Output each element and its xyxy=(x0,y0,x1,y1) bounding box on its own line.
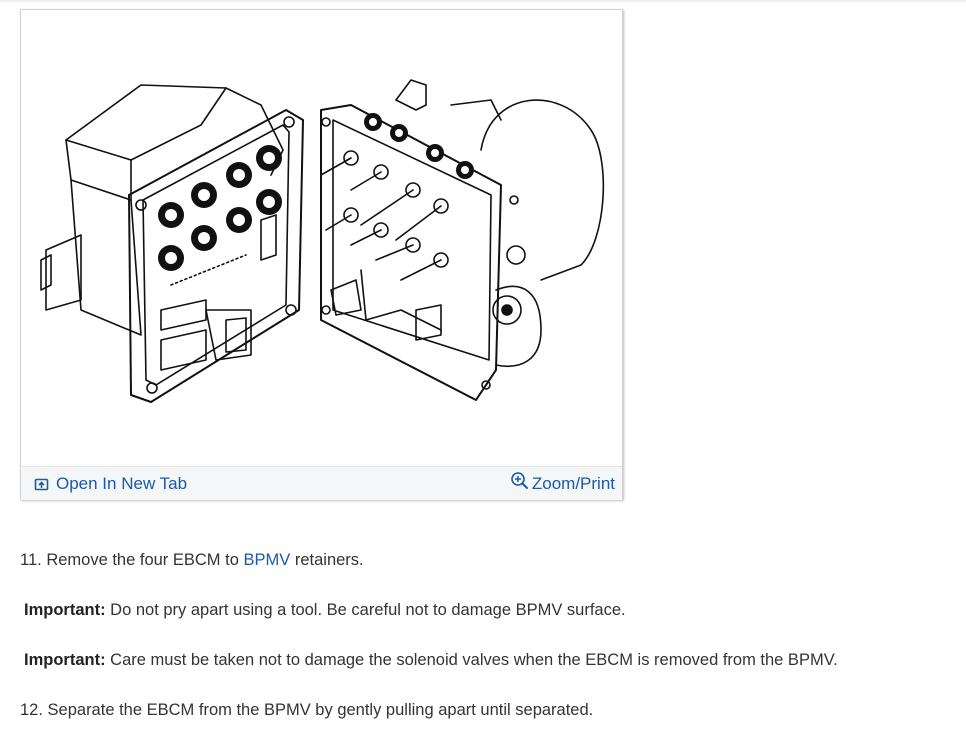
important-label-2: Important: xyxy=(24,651,106,669)
zoom-print-label: Zoom/Print xyxy=(531,474,615,493)
step-11-text-before: Remove the four EBCM to xyxy=(46,551,239,569)
important-text-2: Care must be taken not to damage the sol… xyxy=(110,651,838,669)
open-in-new-tab-label: Open In New Tab xyxy=(56,474,188,493)
step-11-text-after: retainers. xyxy=(294,551,364,569)
open-in-new-tab-link[interactable]: Open In New Tab xyxy=(34,474,187,494)
bpmv-link[interactable]: BPMV xyxy=(243,551,291,569)
important-label-1: Important: xyxy=(24,601,106,619)
important-note-2: Important: Care must be taken not to dam… xyxy=(24,651,838,670)
important-text-1: Do not pry apart using a tool. Be carefu… xyxy=(110,601,626,619)
open-new-tab-icon xyxy=(34,478,49,490)
ebcm-bpmv-illustration[interactable] xyxy=(21,10,622,465)
important-note-1: Important: Do not pry apart using a tool… xyxy=(24,601,626,620)
step-12-text: Separate the EBCM from the BPMV by gentl… xyxy=(47,701,594,719)
ebcm-module xyxy=(40,84,304,403)
zoom-print-link[interactable]: Zoom/Print xyxy=(510,471,615,494)
figure-toolbar: Open In New Tab Zoom/Print xyxy=(21,466,622,500)
page-top-border xyxy=(0,0,966,2)
zoom-in-icon xyxy=(511,471,528,489)
step-12-number: 12. xyxy=(20,701,43,719)
figure-container: Open In New Tab Zoom/Print xyxy=(20,9,623,500)
step-11-number: 11. xyxy=(20,551,42,569)
bpmv-module xyxy=(320,79,605,401)
step-12: 12. Separate the EBCM from the BPMV by g… xyxy=(20,701,593,720)
step-11: 11. Remove the four EBCM to BPMV retaine… xyxy=(20,551,364,570)
